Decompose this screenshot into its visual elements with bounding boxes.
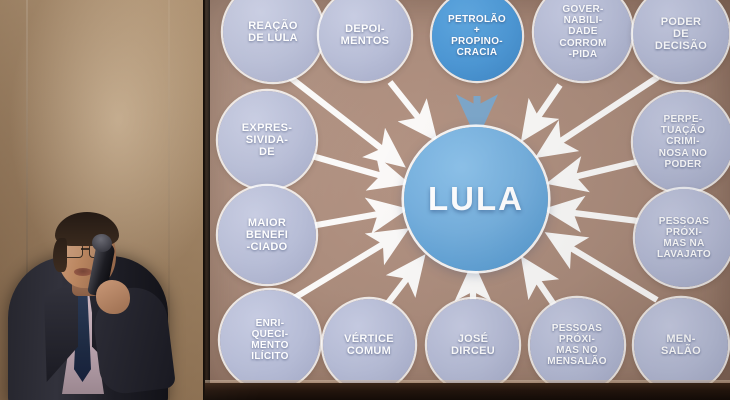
mindmap-center-node: LULA (404, 127, 548, 271)
edge-mensalao (544, 232, 659, 303)
presenter-necktie (74, 290, 91, 382)
node-label: DEPOI-MENTOS (340, 22, 390, 47)
edge-pessoas-proximas-lavajato (542, 195, 647, 233)
wall-seam-right (168, 0, 170, 400)
screen-frame-left (203, 0, 210, 400)
edge-enriquecimento-ilicito (289, 228, 410, 303)
edge-expressividade (297, 149, 411, 191)
mindmap-node-mensalao: MEN-SALÃO (634, 298, 728, 392)
screen-frame-bottom (205, 383, 730, 400)
presenter-sideburn (53, 238, 67, 272)
edge-poder-de-decisao (534, 74, 660, 159)
presenter-mouth (74, 268, 92, 276)
wall-seam-left (26, 0, 28, 400)
node-label: LULA (428, 179, 524, 217)
mindmap-node-expressividade: EXPRES-SIVIDA-DE (218, 91, 316, 189)
node-label: MEN-SALÃO (661, 332, 701, 357)
screen-frame-lip (205, 380, 730, 384)
edge-governabilidade (520, 83, 563, 143)
node-label: EXPRES-SIVIDA-DE (241, 121, 293, 159)
mindmap-node-petrolao-propinocracia: PETROLÃO+PROPINO-CRACIA (432, 0, 522, 81)
presenter-figure (0, 150, 205, 400)
presenter-hand (96, 280, 130, 314)
diagram-arrows (285, 72, 660, 325)
edge-reacao-de-lula (285, 72, 406, 168)
edge-depoimentos (387, 80, 438, 142)
edge-perpetuacao-criminosa (545, 156, 646, 193)
mindmap-node-depoimentos: DEPOI-MENTOS (319, 0, 411, 81)
edge-maior-beneficiado (299, 197, 409, 235)
node-label: PETROLÃO+PROPINO-CRACIA (448, 13, 506, 59)
